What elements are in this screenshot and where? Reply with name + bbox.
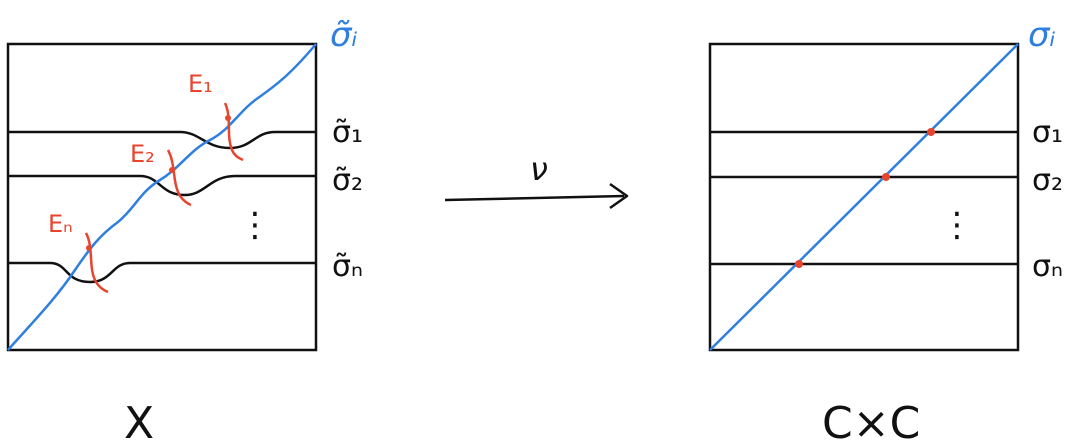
right-frame: [708, 42, 1020, 352]
left-ellipsis: ⋮: [238, 205, 272, 245]
exceptional-label-2: E₂: [130, 140, 155, 168]
left-diagonal-label: σ̃ᵢ: [330, 15, 358, 55]
left-diagonal: [7, 43, 317, 351]
exceptional-curve-1: [223, 102, 244, 162]
left-section-2: [8, 174, 316, 197]
right-section-label-2: σ₂: [1032, 163, 1063, 198]
right-panel: σᵢ σ₁ σ₂ σₙ ⋮ C×C: [708, 15, 1063, 447]
right-intersection-1: [927, 128, 935, 136]
right-intersection-n: [795, 260, 803, 268]
left-intersection-1: [225, 115, 231, 121]
map-arrow: ν: [444, 150, 629, 210]
left-section-label-n: σ̃ₙ: [332, 249, 363, 284]
right-diagonal: [709, 43, 1019, 351]
right-intersection-2: [882, 173, 890, 181]
left-section-n: [8, 261, 316, 284]
left-section-label-2: σ̃₂: [332, 163, 363, 198]
right-section-label-1: σ₁: [1032, 115, 1063, 150]
left-panel: E₁ E₂ Eₙ σ̃ᵢ σ̃₁ σ̃₂ σ̃ₙ ⋮ X: [6, 15, 363, 447]
arrow-head: [609, 182, 629, 210]
exceptional-label-1: E₁: [188, 70, 213, 98]
left-frame: [6, 42, 318, 352]
left-section-1: [8, 130, 316, 150]
left-space-label: X: [124, 398, 154, 447]
exceptional-label-n: Eₙ: [48, 210, 73, 238]
arrow-shaft: [444, 194, 625, 202]
left-section-label-1: σ̃₁: [332, 115, 363, 150]
right-ellipsis: ⋮: [940, 205, 974, 245]
right-diagonal-label: σᵢ: [1028, 15, 1056, 55]
right-section-label-n: σₙ: [1032, 249, 1063, 284]
arrow-label: ν: [530, 150, 548, 188]
left-intersection-2: [169, 167, 175, 173]
exceptional-curve-2: [166, 149, 192, 207]
left-intersection-n: [86, 245, 92, 251]
right-space-label: C×C: [822, 398, 920, 447]
